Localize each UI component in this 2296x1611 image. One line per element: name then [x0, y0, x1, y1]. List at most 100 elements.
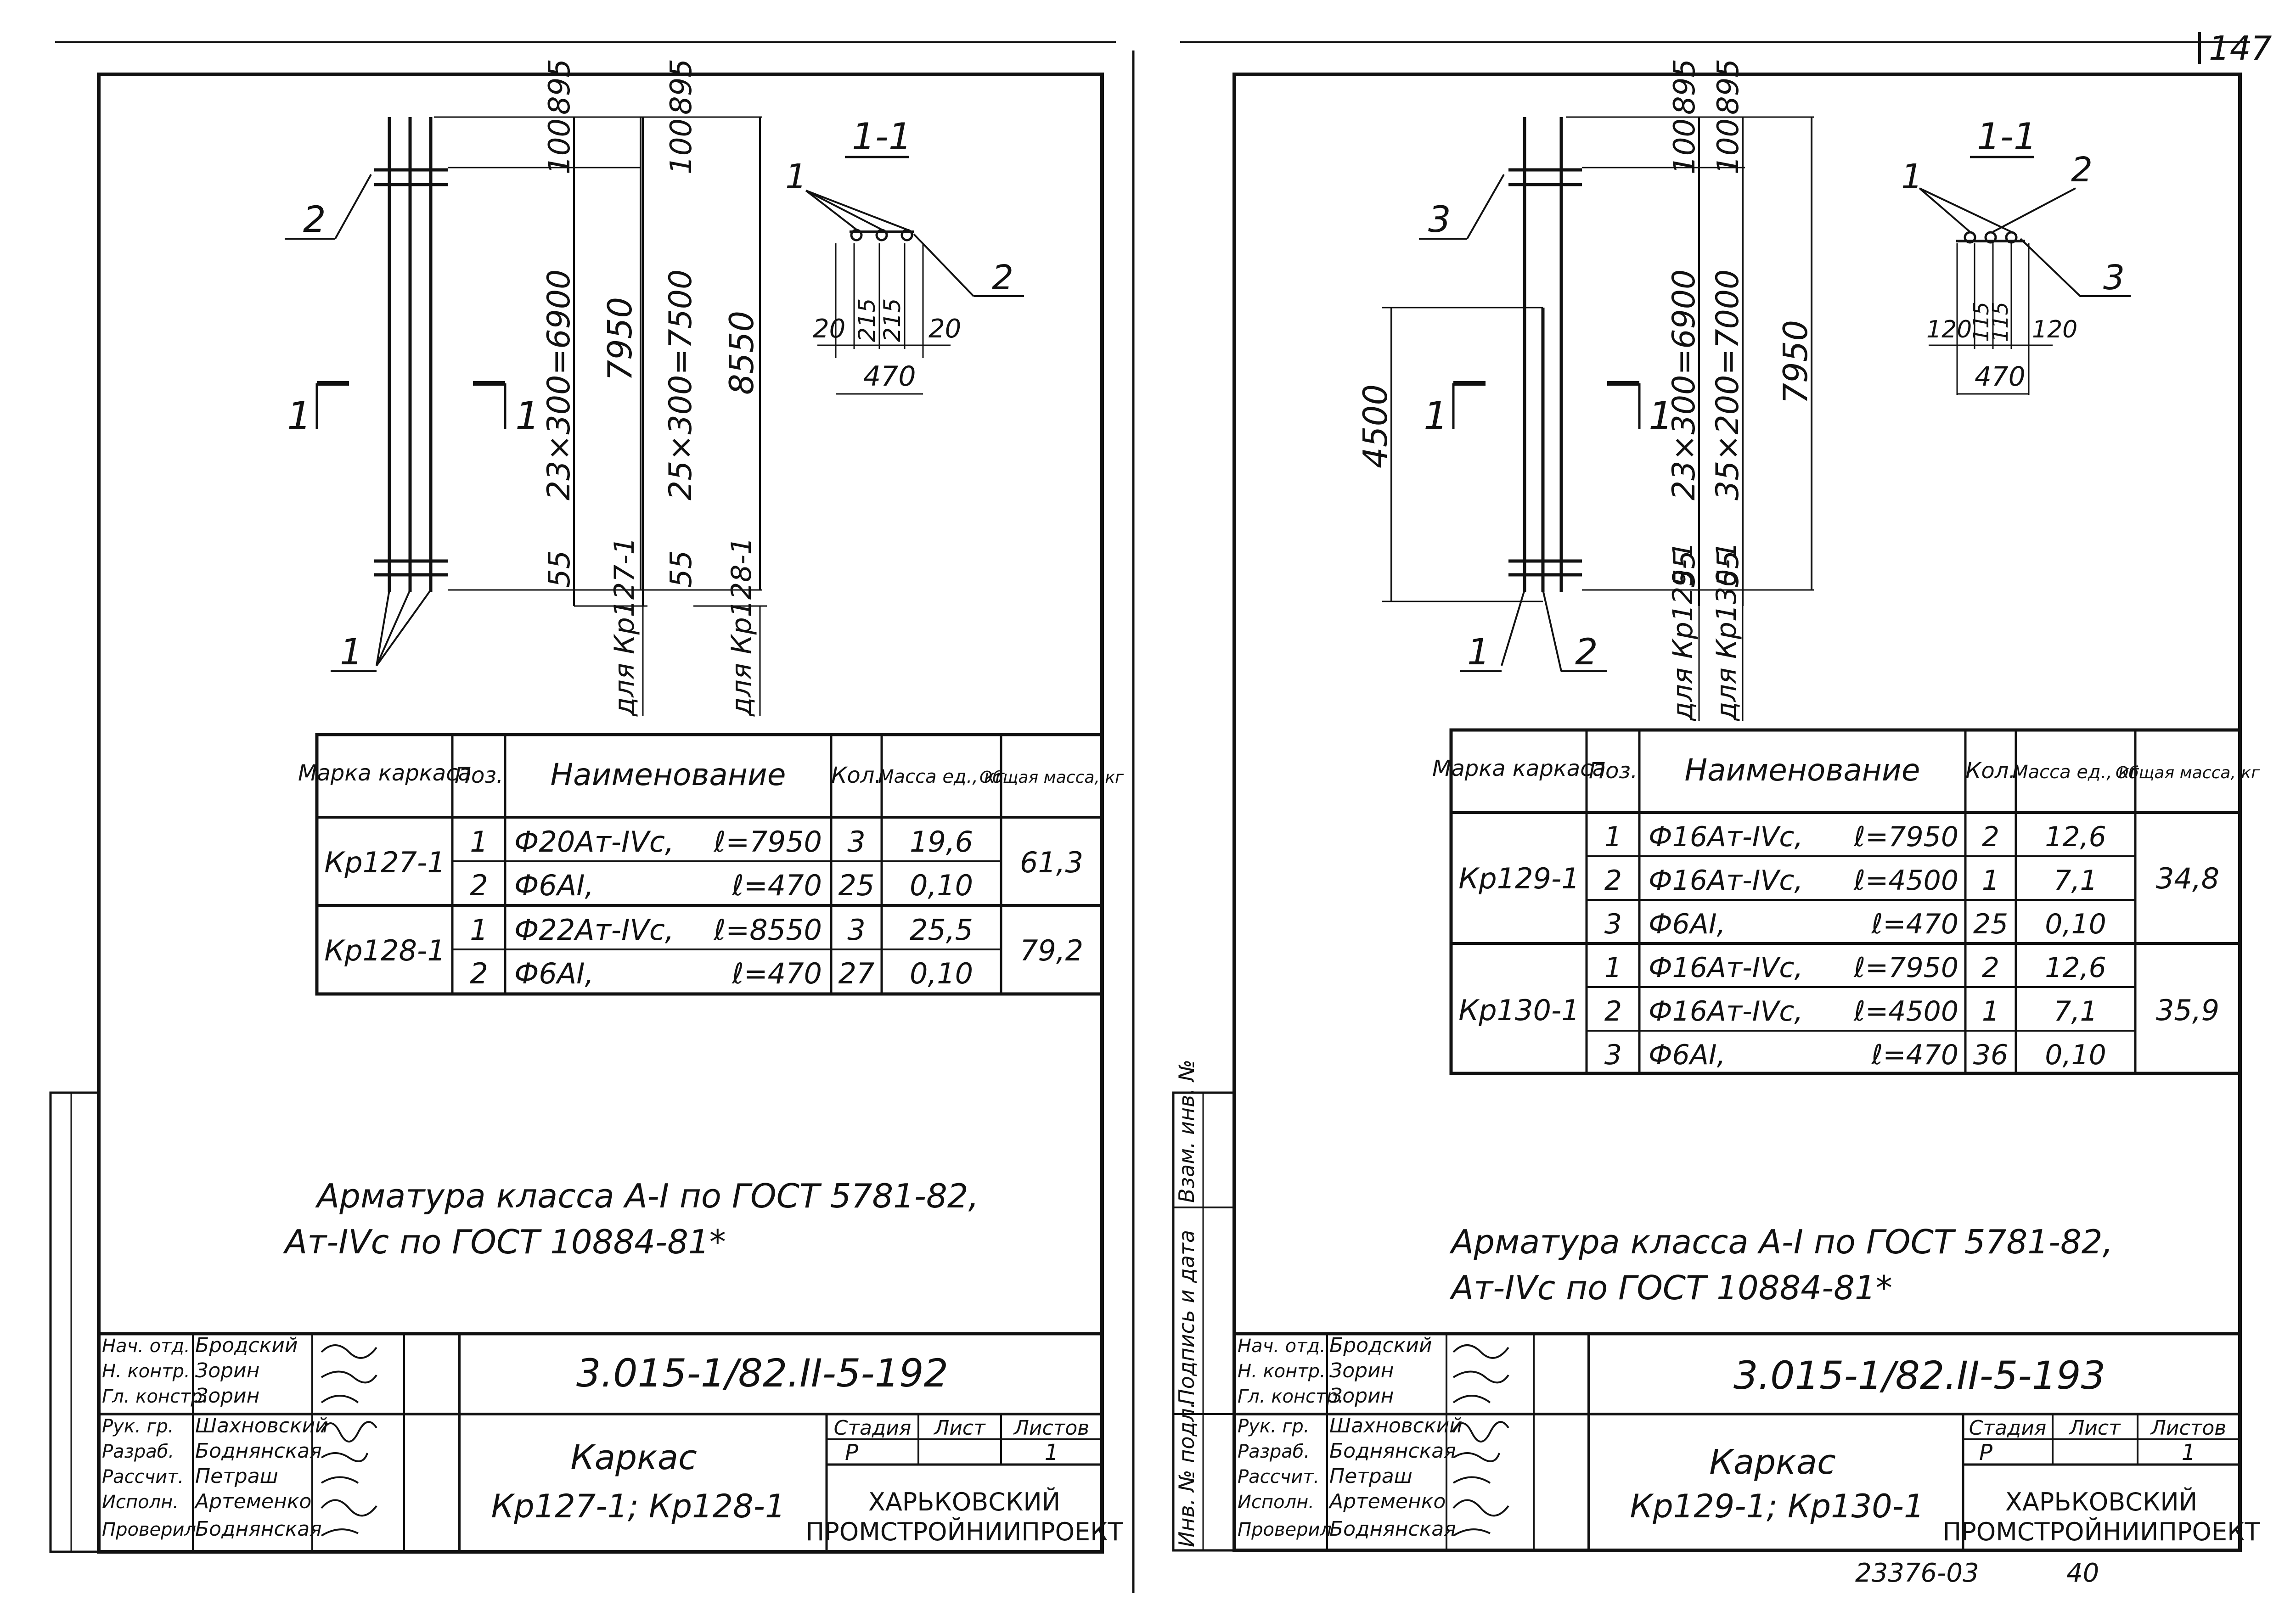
table-header: Марка каркаса [298, 760, 472, 786]
dim-total-text: 7950 [601, 297, 639, 381]
role-label: Нач. отд. [102, 1336, 190, 1357]
table-header: Масса ед., кг [878, 766, 1005, 787]
organization-name: ПРОМСТРОЙНИИПРОЕКТ [806, 1517, 1124, 1546]
right-binding-strip: Взам. инв. № Подпись и дата Инв. № подл. [1172, 1060, 1236, 1552]
table-total-mass: 35,9 [2156, 994, 2219, 1027]
table-cell: ℓ=470 [1871, 908, 1958, 940]
section-cut-label: 1 [1424, 393, 1448, 438]
person-name: Зорин [195, 1384, 259, 1408]
reinforcement-note: Ат-IVс по ГОСТ 10884-81* [283, 1223, 726, 1261]
drawing-title: Каркас [1709, 1443, 1836, 1482]
listov-value: 1 [1045, 1440, 1059, 1465]
table-header: Общая масса, кг [979, 768, 1124, 787]
table-cell: Ф22Ат-IVс, [514, 913, 674, 947]
right-title-block: 3.015-1/82.II-5-193 Каркас Кр129-1; Кр13… [1232, 1332, 2261, 1552]
for-mark-label: для Кр128-1 [726, 537, 758, 717]
person-name: Петраш [1329, 1465, 1412, 1488]
dim-text: 55 [1711, 550, 1745, 588]
organization-name: ПРОМСТРОЙНИИПРОЕКТ [1943, 1517, 2261, 1546]
section-title: 1-1 [852, 115, 912, 158]
for-mark-label: для Кр129-1 [1667, 542, 1699, 721]
person-name: Артеменко [1328, 1490, 1446, 1513]
table-total-mass: 61,3 [1020, 846, 1083, 879]
table-cell: 2 [1982, 821, 1999, 853]
person-name: Боднянская [1329, 1439, 1456, 1463]
table-header: Поз. [1589, 758, 1638, 784]
table-cell: Ф6АI, [1649, 908, 1726, 940]
listov-value: 1 [2182, 1440, 2196, 1465]
document-code: 3.015-1/82.II-5-192 [576, 1351, 948, 1396]
side-dim-text: 4500 [1356, 384, 1395, 468]
page-number: 147 [2209, 29, 2272, 67]
table-cell: Ф16Ат-IVс, [1649, 821, 1803, 853]
leader-line [805, 190, 882, 230]
listov-header: Листов [2150, 1416, 2226, 1440]
archive-stamp-extra: 40 [2066, 1558, 2099, 1588]
role-label: Гл. констр. [1238, 1386, 1344, 1407]
table-cell: 3 [847, 913, 865, 947]
person-name: Боднянская [195, 1439, 322, 1463]
table-cell: 1 [1982, 864, 1999, 897]
table-cell: 1 [470, 913, 488, 947]
section-dim: 120 [1926, 316, 1972, 343]
table-cell: 19,6 [910, 825, 973, 859]
dim-text: 55 [543, 550, 577, 588]
table-cell: Ф6АI, [514, 957, 594, 990]
section-dim: 20 [929, 314, 961, 344]
person-name: Бродский [195, 1334, 298, 1357]
table-mark: Кр130-1 [1458, 994, 1580, 1027]
callout-label: 2 [1575, 632, 1598, 673]
person-name: Боднянская [1329, 1517, 1456, 1541]
left-sheet-frame [97, 73, 1104, 1554]
bar-circle [900, 229, 913, 241]
section-total: 470 [1975, 361, 2026, 392]
section-callout: 2 [2071, 150, 2093, 190]
reinforcement-note: Арматура класса А-I по ГОСТ 5781-82, [315, 1177, 979, 1215]
section-dim: 215 [854, 298, 880, 342]
table-cell: 7,1 [2054, 995, 2097, 1027]
drawing-subtitle: Кр127-1; Кр128-1 [491, 1488, 786, 1525]
table-header: Наименование [1685, 752, 1920, 788]
dim-text: 35×200=7000 [1710, 269, 1746, 500]
dim-total-text: 7950 [1776, 320, 1815, 404]
signature-marks [1452, 1344, 1509, 1537]
table-header: Наименование [551, 757, 786, 792]
table-cell: 12,6 [2045, 952, 2106, 984]
document-code: 3.015-1/82.II-5-193 [1733, 1353, 2105, 1398]
section-dim: 115 [1969, 302, 1993, 342]
table-cell: 25 [1973, 908, 2008, 940]
for-mark-label: для Кр127-1 [608, 537, 641, 717]
left-elevation: 2 1 1 1 100 895 23×300=6900 55 79 [285, 59, 767, 717]
leader-line [805, 190, 907, 230]
table-cell: Ф20Ат-IVс, [514, 825, 674, 859]
list-header: Лист [933, 1416, 986, 1440]
table-cell: Ф16Ат-IVс, [1649, 995, 1803, 1027]
section-dim: 215 [879, 298, 906, 342]
table-header: Масса ед., кг [2012, 762, 2139, 783]
leader-line [1501, 589, 1525, 666]
dim-text: 895 [543, 59, 577, 115]
dim-total-text: 8550 [722, 311, 761, 395]
table-header: Кол. [831, 763, 881, 788]
leader-line [1919, 187, 1971, 233]
table-cell: 2 [470, 957, 488, 990]
table-cell: 2 [1604, 995, 1622, 1027]
dim-text: 25×300=7500 [663, 269, 699, 500]
leader-line [1919, 187, 2012, 233]
dim-text: 100 [664, 118, 698, 174]
podpis-label: Подпись и дата [1174, 1230, 1199, 1405]
leader-line [1542, 589, 1562, 672]
drawing-title: Каркас [570, 1438, 697, 1477]
right-elevation: 3 1 2 4500 1 1 100 [1356, 59, 1815, 721]
table-cell: 1 [1604, 821, 1622, 853]
organization-name: ХАРЬКОВСКИЙ [868, 1488, 1060, 1516]
table-cell: 7,1 [2054, 864, 2097, 897]
section-dim: 120 [2032, 316, 2077, 343]
bar-circle [1964, 231, 1976, 244]
title-block-frame [1232, 1332, 2242, 1552]
table-cell: 2 [1982, 952, 1999, 984]
signature-marks [321, 1344, 377, 1537]
table-cell: 0,10 [910, 869, 973, 902]
left-spec-table: Марка каркаса Поз. Наименование Кол. Мас… [298, 733, 1124, 996]
table-cell: ℓ=4500 [1853, 995, 1958, 1027]
